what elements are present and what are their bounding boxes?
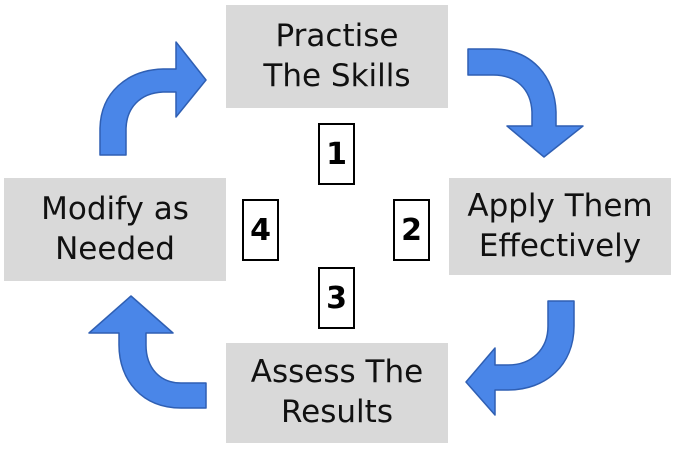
step-label-line: Needed (55, 230, 175, 267)
step-number-1: 1 (318, 123, 355, 185)
step-box-modify: Modify as Needed (4, 178, 226, 281)
curved-arrow-icon (467, 48, 584, 158)
step-number-4: 4 (242, 199, 279, 261)
step-label-line: Modify as (41, 190, 189, 227)
curved-arrow-icon (99, 41, 207, 156)
step-label-line: Results (281, 394, 393, 430)
step-label-line: The Skills (263, 57, 411, 94)
step-label-line: Effectively (478, 227, 642, 264)
curved-arrow-icon (465, 300, 575, 416)
step-label-line: Apply Them (467, 187, 653, 224)
curved-arrow-icon (88, 295, 207, 409)
step-label-line: Practise (275, 17, 399, 54)
step-box-practise: Practise The Skills (226, 5, 448, 108)
step-number-3: 3 (318, 267, 355, 329)
step-box-assess: Assess The Results (226, 343, 448, 443)
step-box-apply: Apply Them Effectively (449, 178, 671, 275)
step-label-line: Assess The (250, 354, 424, 391)
step-number-2: 2 (393, 199, 430, 261)
